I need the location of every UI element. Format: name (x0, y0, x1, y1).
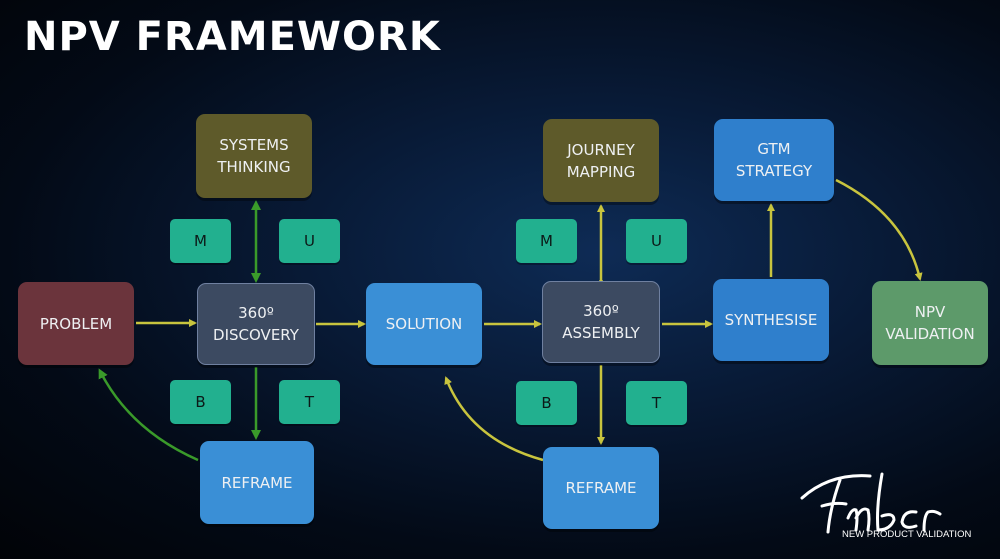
node-solution: SOLUTION (366, 283, 482, 365)
tag-t: T (626, 381, 687, 425)
node-synthesise: SYNTHESISE (713, 279, 829, 361)
node-reframe-2: REFRAME (543, 447, 659, 529)
logo-subtitle: NEW PRODUCT VALIDATION (842, 529, 972, 540)
node-systems-thinking: SYSTEMS THINKING (196, 114, 312, 198)
tag-b: B (516, 381, 577, 425)
page-title: NPV FRAMEWORK (24, 14, 441, 60)
node-npv-validation: NPV VALIDATION (872, 281, 988, 365)
tag-b: B (170, 380, 231, 424)
tag-m: M (516, 219, 577, 263)
node-gtm-strategy: GTM STRATEGY (714, 119, 834, 201)
node-problem: PROBLEM (18, 282, 134, 365)
arrow-reframe-problem (98, 368, 199, 462)
tag-u: U (626, 219, 687, 263)
arrow-reframe-solution (444, 376, 544, 462)
arrow-gtm-npv (835, 178, 923, 281)
node-reframe-1: REFRAME (200, 441, 314, 524)
node-journey-mapping: JOURNEY MAPPING (543, 119, 659, 202)
tag-m: M (170, 219, 231, 263)
tag-t: T (279, 380, 340, 424)
node-360-discovery: 360º DISCOVERY (197, 283, 315, 365)
tag-u: U (279, 219, 340, 263)
fenber-logo (800, 472, 942, 534)
node-360-assembly: 360º ASSEMBLY (542, 281, 660, 363)
